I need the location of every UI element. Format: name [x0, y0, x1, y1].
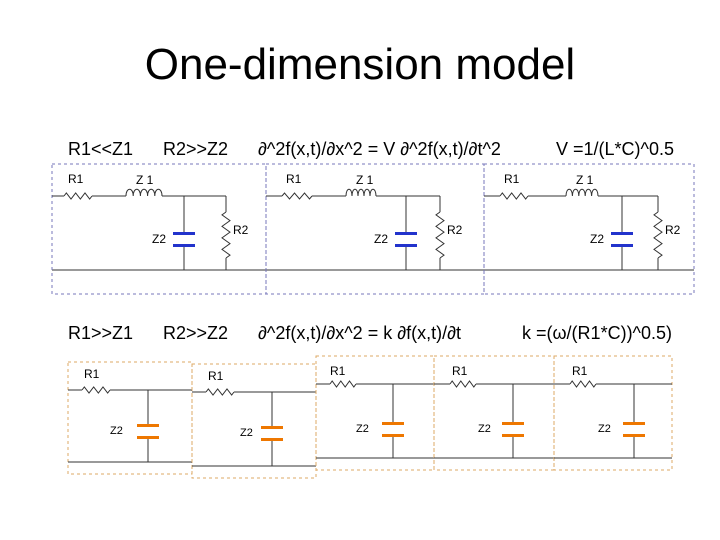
rc-cell3-z2-label: Z2 [356, 423, 369, 435]
condition-r2-gt-z2: R2>>Z2 [163, 139, 229, 159]
cell3-r1-label: R1 [504, 172, 520, 186]
rc-cell4-z2-capacitor-plate-top [502, 422, 524, 425]
rc-cell1-z2-label: Z2 [110, 425, 123, 437]
page-title: One-dimension model [144, 40, 576, 89]
rc-cell4-r1-resistor [449, 380, 477, 388]
rc-cell4-z2-capacitor-plate-bottom [502, 434, 524, 437]
cell3-box [483, 163, 695, 295]
wave-equation: ∂^2f(x,t)/∂x^2 = V ∂^2f(x,t)/∂t^2 [258, 139, 501, 159]
rc-cell3-r1-resistor [329, 380, 357, 388]
cell3-z2-capacitor-plate-bottom [611, 244, 633, 247]
cell3-z1-inductor [565, 188, 599, 197]
k-formula: k =(ω/(R1*C))^0.5) [522, 323, 673, 343]
velocity-formula: V =1/(L*C)^0.5 [556, 139, 675, 159]
rc-cell5-r1-label: R1 [572, 364, 588, 378]
cell1-z2-label: Z2 [152, 232, 166, 246]
rc-cell1-z2-capacitor-plate-bottom [137, 436, 159, 439]
rc-cell5-z2-capacitor-plate-bottom [623, 434, 645, 437]
cell2-r1-resistor [281, 192, 313, 200]
rc-cell3-r1-label: R1 [330, 364, 346, 378]
condition-r1-lt-z1: R1<<Z1 [68, 139, 134, 159]
cell1-r1-label: R1 [68, 172, 84, 186]
cell2-z1-label: Z 1 [356, 173, 374, 187]
cell1-r2-resistor [221, 211, 231, 259]
rc-cell1-r1-resistor [81, 386, 111, 394]
cell2-z2-capacitor-plate-top [395, 232, 417, 235]
cell2-z1-inductor [345, 188, 377, 197]
cell1-z2-capacitor-plate-bottom [173, 244, 195, 247]
rc-cell5-r1-resistor [569, 380, 597, 388]
cell2-r1-label: R1 [286, 172, 302, 186]
condition-r1-gt-z1: R1>>Z1 [68, 323, 134, 343]
rc-cell1-r1-label: R1 [84, 367, 100, 381]
cell3-z2-capacitor-plate-top [611, 232, 633, 235]
rc-cell2-z2-label: Z2 [240, 427, 253, 439]
rc-cell4-box [433, 355, 555, 471]
cell1-r1-resistor [63, 192, 93, 200]
rc-cell5-box [553, 355, 673, 471]
cell2-z2-capacitor-plate-bottom [395, 244, 417, 247]
rc-cell5-z2-capacitor-plate-top [623, 422, 645, 425]
rc-cell4-r1-label: R1 [452, 364, 468, 378]
rc-cell2-r1-resistor [205, 388, 235, 396]
cell1-z1-label: Z 1 [136, 173, 154, 187]
cell3-r2-resistor [653, 211, 663, 259]
cell3-r2-label: R2 [665, 223, 681, 237]
condition-r2-gt-z2-bottom: R2>>Z2 [163, 323, 229, 343]
cell2-z2-label: Z2 [374, 232, 388, 246]
diffusion-equation: ∂^2f(x,t)/∂x^2 = k ∂f(x,t)/∂t [258, 323, 461, 343]
rc-cell2-z2-capacitor-plate-top [261, 426, 283, 429]
rc-cell5-z2-label: Z2 [598, 423, 611, 435]
rc-cell1-z2-capacitor-plate-top [137, 424, 159, 427]
cell3-r1-resistor [499, 192, 529, 200]
cell1-z1-inductor [125, 188, 163, 197]
cell3-z2-label: Z2 [590, 232, 604, 246]
rc-cell3-z2-capacitor-plate-top [382, 422, 404, 425]
cell1-z2-capacitor-plate-top [173, 232, 195, 235]
rc-cell2-z2-capacitor-plate-bottom [261, 438, 283, 441]
cell2-r2-label: R2 [447, 223, 463, 237]
cell1-r2-label: R2 [233, 223, 249, 237]
rc-cell2-r1-label: R1 [208, 369, 224, 383]
cell2-r2-resistor [435, 211, 445, 259]
rc-cell4-z2-label: Z2 [478, 423, 491, 435]
cell3-z1-label: Z 1 [576, 173, 594, 187]
rc-cell3-z2-capacitor-plate-bottom [382, 434, 404, 437]
